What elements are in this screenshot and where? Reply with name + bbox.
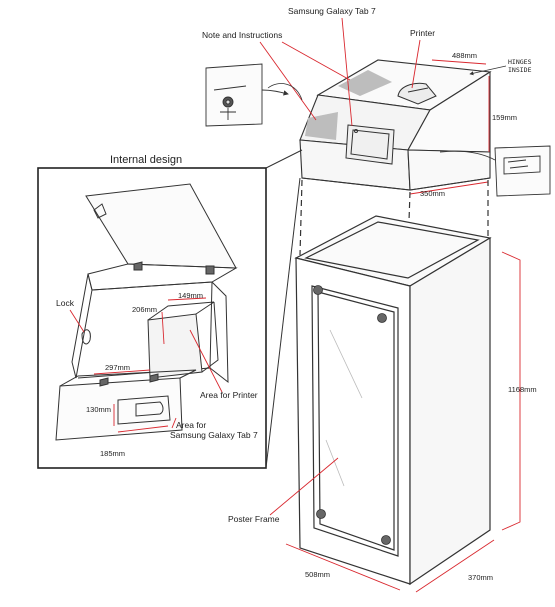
label-note-instructions: Note and Instructions [202,30,282,40]
dim-1168: 1168mm [508,385,537,394]
leader-samsung [341,17,353,127]
label-printer: Printer [410,28,435,38]
label-internal-design: Internal design [110,154,182,166]
leader-note-1 [281,41,351,81]
label-area-tab: Samsung Galaxy Tab 7 [170,430,258,440]
label-lock: Lock [56,298,75,308]
label-area-for: Area for [176,420,206,430]
dim-508: 508mm [305,570,330,579]
leader-printer [411,39,421,89]
dim-350: 350mm [420,189,445,198]
leader-poster [269,457,339,516]
dim-149: 149mm [178,291,203,300]
label-hinges: HINGES [508,58,532,66]
note-panel-front [305,112,338,140]
dim-159: 159mm [492,113,517,122]
note-panel-top [338,70,392,96]
hinge-detail-sketch [439,145,551,197]
leader-lock [69,309,85,333]
frame-screws [313,285,391,545]
dim-130: 130mm [86,405,111,414]
dim-370: 370mm [468,573,493,582]
label-hinges-inside: INSIDE [508,66,532,74]
dim-488: 488mm [452,51,477,60]
internal-box-sketch [55,183,238,441]
dim-206: 206mm [132,305,157,314]
lock-detail-sketch [205,63,289,127]
dim-185: 185mm [100,449,125,458]
label-area-printer: Area for Printer [200,390,258,400]
printer-shape [397,82,437,105]
dim-297: 297mm [105,363,130,372]
tablet-screen [345,124,395,165]
leader-note-2 [259,41,317,121]
pedestal [294,215,492,586]
label-poster-frame: Poster Frame [228,514,280,524]
label-samsung-top: Samsung Galaxy Tab 7 [288,6,376,16]
